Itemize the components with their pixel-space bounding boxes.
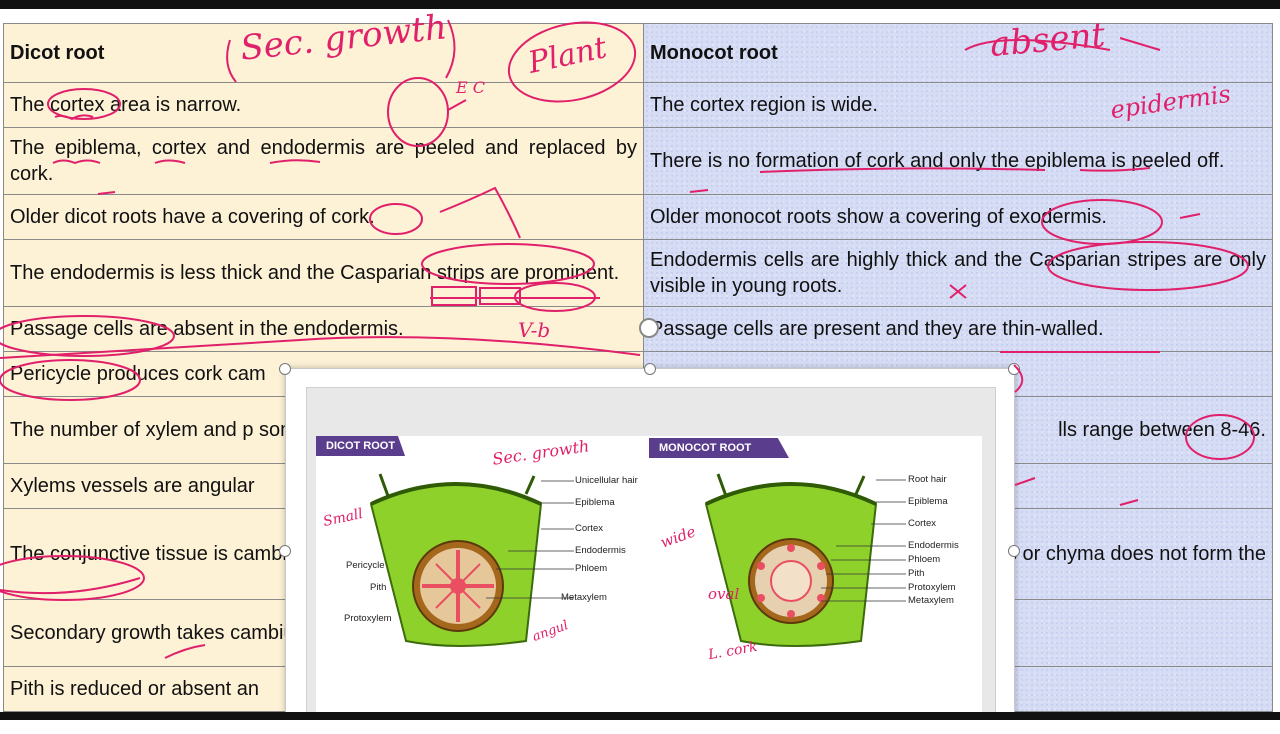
label-unicellular-hair: Unicellular hair	[575, 475, 638, 486]
label-metaxylem: Metaxylem	[561, 592, 607, 603]
monocot-cell: There is no formation of cork and only t…	[643, 127, 1273, 195]
label-phloem-mono: Phloem	[908, 554, 941, 565]
dicot-cell: The epiblema, cortex and endodermis are …	[3, 127, 644, 195]
monocot-cell: The cortex region is wide.	[643, 82, 1273, 128]
resize-handle-ne[interactable]	[1008, 363, 1020, 375]
monocot-cell: Endodermis cells are highly thick and th…	[643, 239, 1273, 307]
label-protoxylem-mono: Protoxylem	[908, 582, 956, 593]
label-epiblema: Epiblema	[575, 497, 615, 508]
top-letterbox	[0, 0, 1280, 9]
label-cortex: Cortex	[575, 523, 603, 534]
annotation-oval: oval	[708, 585, 740, 603]
table-row: Passage cells are absent in the endoderm…	[3, 306, 1273, 352]
resize-handle-w[interactable]	[279, 545, 291, 557]
table-row: The endodermis is less thick and the Cas…	[3, 239, 1273, 307]
table-row: The epiblema, cortex and endodermis are …	[3, 127, 1273, 195]
label-metaxylem-mono: Metaxylem	[908, 595, 954, 606]
dicot-cell: The cortex area is narrow.	[3, 82, 644, 128]
label-endodermis: Endodermis	[575, 545, 626, 556]
rotate-handle[interactable]	[639, 318, 659, 338]
monocot-root-diagram	[704, 473, 878, 647]
label-pith: Pith	[370, 582, 387, 593]
bottom-letterbox	[0, 712, 1280, 720]
dicot-cell: The endodermis is less thick and the Cas…	[3, 239, 644, 307]
label-root-hair: Root hair	[908, 474, 947, 485]
monocot-cell: Older monocot roots show a covering of e…	[643, 194, 1273, 240]
label-endodermis-mono: Endodermis	[908, 540, 959, 551]
table-row: The cortex area is narrow. The cortex re…	[3, 82, 1273, 128]
monocot-heading: Monocot root	[643, 23, 1273, 83]
label-epiblema-mono: Epiblema	[908, 496, 948, 507]
resize-handle-e[interactable]	[1008, 545, 1020, 557]
monocot-root-tag: MONOCOT ROOT	[649, 438, 789, 458]
root-diagrams-svg	[369, 473, 906, 647]
dicot-root-diagram	[369, 473, 543, 647]
resize-handle-nw[interactable]	[279, 363, 291, 375]
resize-handle-n[interactable]	[644, 363, 656, 375]
table-row: Older dicot roots have a covering of cor…	[3, 194, 1273, 240]
label-cortex-mono: Cortex	[908, 518, 936, 529]
label-phloem: Phloem	[575, 563, 608, 574]
dicot-cell: Older dicot roots have a covering of cor…	[3, 194, 644, 240]
root-cross-section-figure[interactable]: DICOT ROOT MONOCOT ROOT	[316, 436, 982, 734]
label-pith-mono: Pith	[908, 568, 925, 579]
annotation-vb: V-b	[518, 318, 551, 342]
monocot-cell: Passage cells are present and they are t…	[643, 306, 1273, 352]
label-protoxylem: Protoxylem	[344, 613, 392, 624]
label-pericycle: Pericycle	[346, 560, 385, 571]
dicot-root-tag: DICOT ROOT	[316, 436, 406, 456]
table-header-row: Dicot root Monocot root	[3, 23, 1273, 83]
annotation-ec: E C	[456, 78, 486, 97]
